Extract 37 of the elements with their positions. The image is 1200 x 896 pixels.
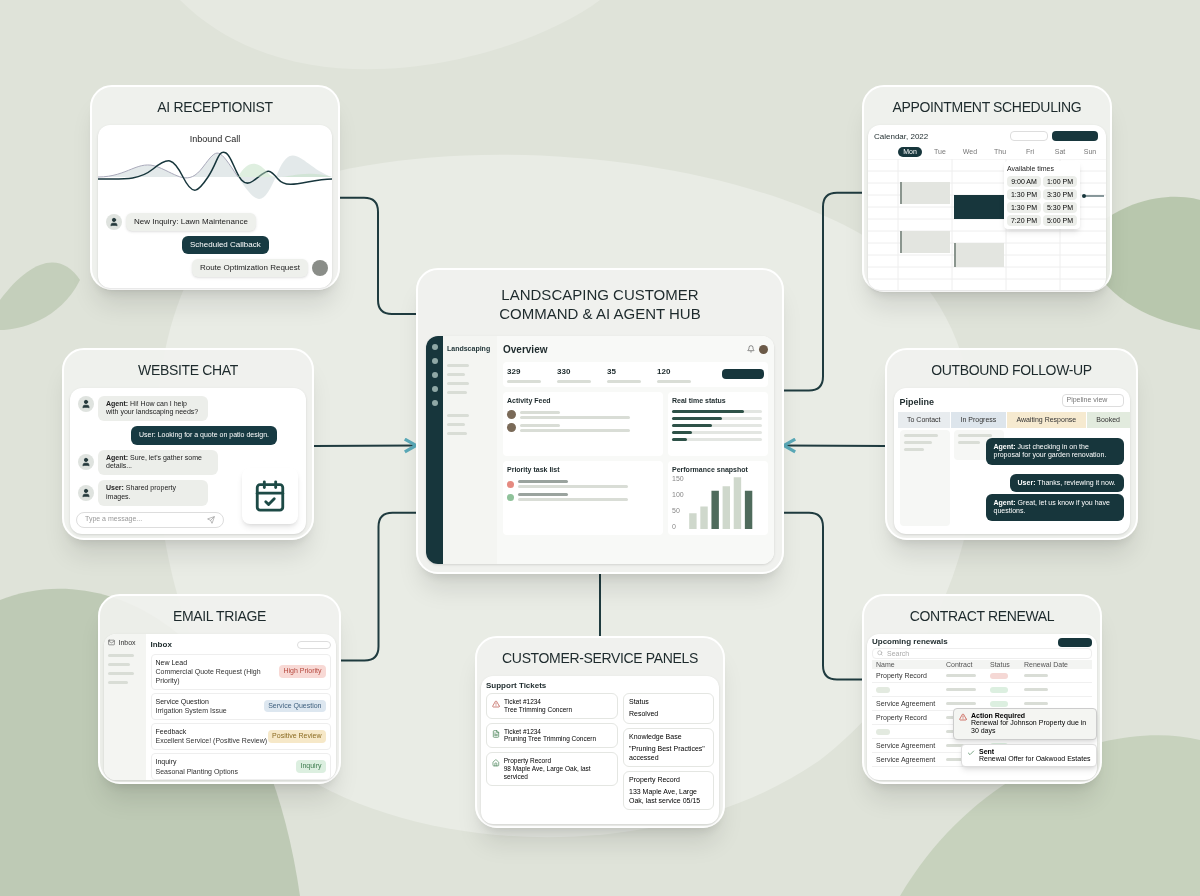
stat-value: 330: [557, 365, 572, 378]
panel-card: [862, 594, 1102, 784]
panel-title: APPOINTMENT SCHEDULING: [891, 99, 1083, 117]
chat-chip: New Inquiry: Lawn Maintenance: [126, 212, 256, 231]
stat-value: 120: [657, 365, 672, 378]
panel-card: [98, 594, 341, 784]
panel-title: CUSTOMER-SERVICE PANELS: [501, 650, 699, 668]
panel-title: WEBSITE CHAT: [137, 362, 239, 380]
panel-title: CONTRACT RENEWAL: [908, 608, 1056, 626]
connector-line: [339, 196, 417, 315]
panel-title: LANDSCAPING CUSTOMER COMMAND & AI AGENT HUB: [498, 286, 702, 324]
card-heading: Pipeline: [899, 395, 934, 409]
stat-value: 35: [607, 365, 617, 378]
stat-value: 329: [507, 365, 522, 378]
panel-card: [885, 348, 1138, 540]
panel-title: OUTBOUND FOLLOW-UP: [930, 362, 1093, 380]
connector-line: [313, 437, 418, 454]
panel-title: AI RECEPTIONIST: [156, 99, 274, 117]
connector-line: [783, 511, 863, 681]
connector-line: [783, 191, 863, 392]
connector-line: [782, 437, 886, 454]
connector-line: [340, 511, 417, 662]
connector-line: [599, 573, 601, 637]
chat-chip: Scheduled Callback: [182, 235, 269, 254]
card-heading: Inbound Call: [188, 132, 242, 146]
card-heading: Calendar, 2022: [874, 130, 929, 143]
panel-card: [90, 85, 340, 290]
page-heading: Inbox: [150, 638, 172, 651]
panel-card: [62, 348, 314, 540]
panel-card: [416, 268, 784, 574]
card-heading: Support Tickets: [486, 680, 548, 691]
page-heading: Overview: [503, 342, 548, 357]
panel-card: [475, 636, 725, 828]
panel-card: [862, 85, 1112, 292]
card-heading: Upcoming renewals: [872, 638, 948, 646]
panel-title: EMAIL TRIAGE: [171, 608, 268, 626]
chat-chip: Route Optimization Request: [191, 258, 308, 277]
